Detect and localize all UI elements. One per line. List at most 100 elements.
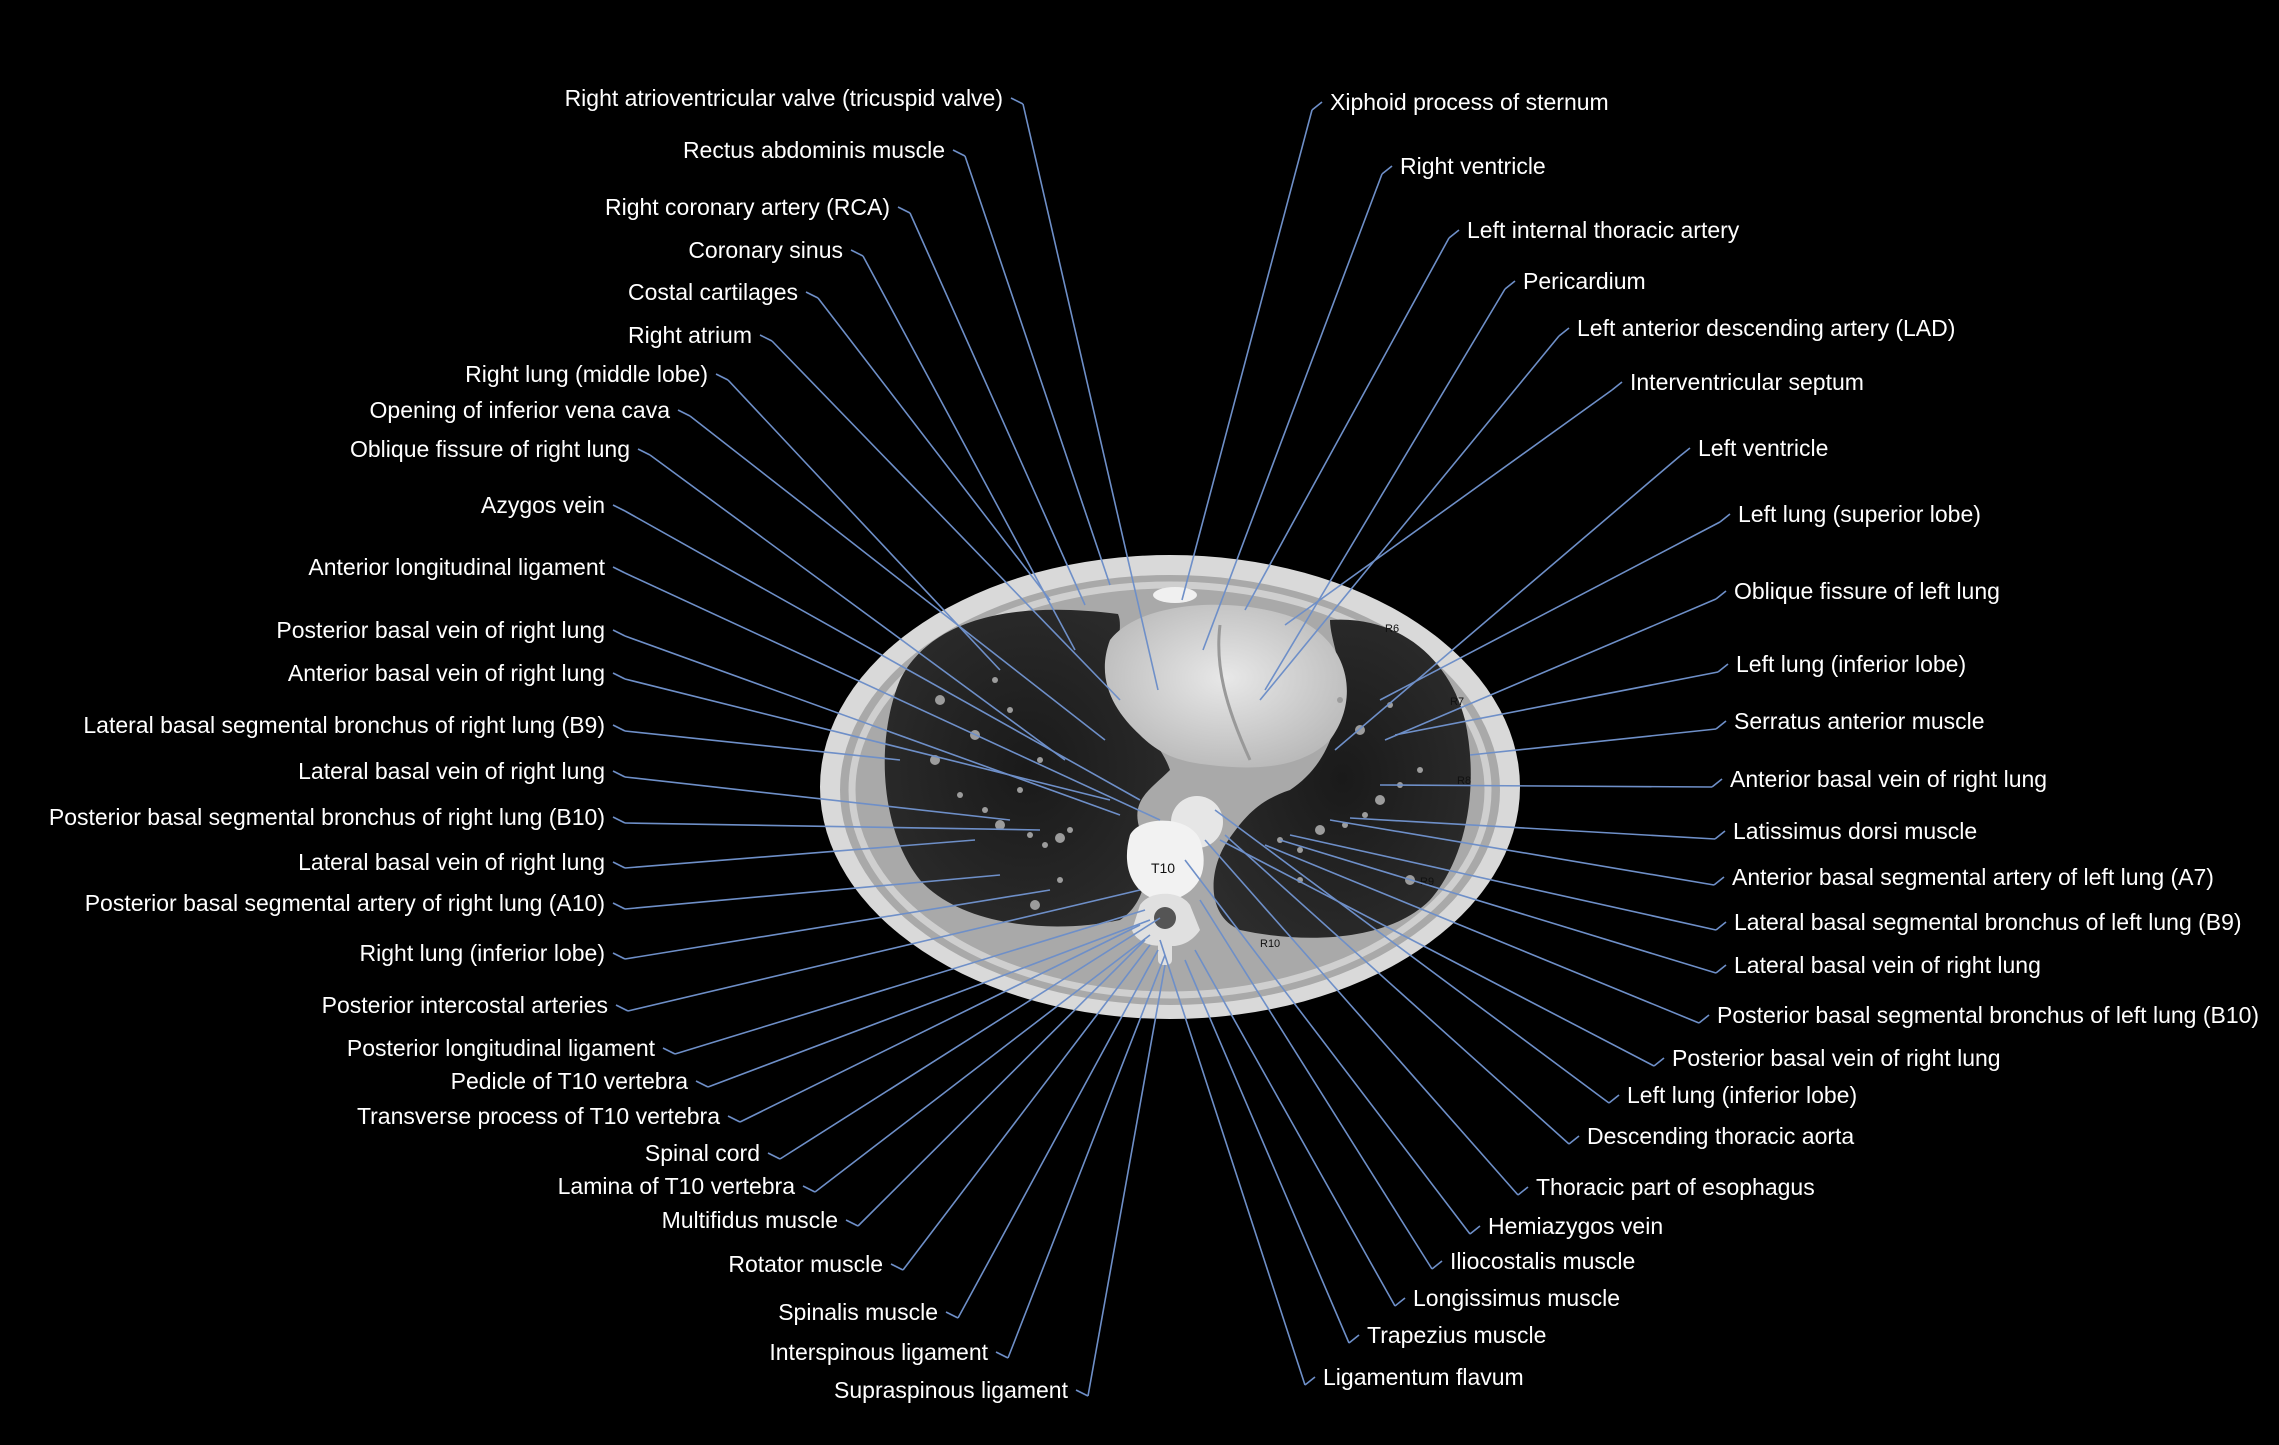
leader-left-27: [957, 949, 1159, 1319]
leader-tick-left-8: [637, 448, 651, 456]
leader-right-11: [1379, 784, 1713, 788]
label-right-12: Latissimus dorsi muscle: [1733, 818, 1978, 844]
leader-tick-left-15: [612, 816, 626, 824]
leader-left-15: [624, 822, 1041, 831]
leader-right-12: [1349, 817, 1716, 840]
leader-tick-left-24: [802, 1185, 816, 1193]
label-left-4: Costal cartilages: [627, 279, 798, 305]
leader-left-22: [739, 924, 1141, 1123]
leader-left-25: [857, 939, 1146, 1227]
vessel-dot: [1055, 833, 1065, 843]
label-left-23: Spinal cord: [644, 1140, 760, 1166]
leader-tick-left-4: [805, 291, 819, 299]
leader-tick-right-17: [1653, 1057, 1665, 1067]
leader-tick-left-6: [715, 373, 729, 381]
leader-right-17: [1219, 839, 1655, 1067]
leader-tick-left-22: [727, 1115, 741, 1123]
leader-tick-right-22: [1431, 1260, 1443, 1270]
leader-left-11: [624, 635, 1121, 816]
leader-tick-right-20: [1517, 1186, 1529, 1196]
leader-left-23: [779, 917, 1161, 1160]
label-right-6: Left ventricle: [1698, 435, 1829, 461]
leader-tick-right-21: [1469, 1225, 1481, 1235]
leader-left-28: [1007, 954, 1166, 1359]
label-left-8: Oblique fissure of right lung: [350, 436, 630, 462]
leader-right-10: [1469, 728, 1717, 756]
label-left-24: Lamina of T10 vertebra: [557, 1173, 795, 1199]
leader-tick-right-18: [1608, 1094, 1620, 1104]
label-right-3: Pericardium: [1523, 268, 1646, 294]
leader-tick-right-1: [1381, 165, 1393, 175]
vessel-dot: [1037, 757, 1043, 763]
vertebra-label: T10: [1151, 860, 1175, 876]
rib-cage: [848, 581, 1492, 999]
leader-right-8: [1384, 598, 1717, 741]
leader-left-1: [964, 155, 1111, 586]
leader-right-16: [1264, 844, 1700, 1024]
leader-right-21: [1184, 859, 1471, 1235]
label-right-24: Trapezius muscle: [1367, 1322, 1547, 1348]
leader-left-24: [814, 934, 1151, 1193]
leader-left-20: [674, 909, 1146, 1055]
leader-left-26: [902, 944, 1151, 1271]
label-left-0: Right atrioventricular valve (tricuspid …: [564, 85, 1003, 111]
label-left-17: Posterior basal segmental artery of righ…: [84, 890, 605, 916]
lung-vessels: [930, 677, 1423, 910]
vessel-dot: [982, 807, 988, 813]
label-left-18: Right lung (inferior lobe): [359, 940, 605, 966]
label-left-2: Right coronary artery (RCA): [604, 194, 890, 220]
label-right-25: Ligamentum flavum: [1323, 1364, 1524, 1390]
leader-left-12: [624, 678, 1111, 801]
leader-tick-left-27: [945, 1311, 959, 1319]
leader-left-7: [689, 415, 1106, 741]
leader-left-16: [624, 839, 976, 869]
label-right-9: Left lung (inferior lobe): [1736, 651, 1967, 677]
leader-tick-left-2: [897, 206, 911, 214]
leader-right-13: [1329, 819, 1715, 886]
label-left-20: Posterior longitudinal ligament: [346, 1035, 655, 1061]
label-right-7: Left lung (superior lobe): [1738, 501, 1981, 527]
left-lung: [1213, 619, 1471, 938]
label-right-19: Descending thoracic aorta: [1587, 1123, 1855, 1149]
label-right-11: Anterior basal vein of right lung: [1730, 766, 2048, 792]
leader-tick-left-16: [612, 861, 626, 869]
leader-right-6: [1334, 455, 1681, 751]
label-right-23: Longissimus muscle: [1413, 1285, 1621, 1311]
leader-tick-left-1: [952, 149, 966, 157]
vessel-dot: [935, 695, 945, 705]
label-right-10: Serratus anterior muscle: [1734, 708, 1985, 734]
leader-lines: [612, 97, 1731, 1397]
leader-tick-left-17: [612, 902, 626, 910]
leader-right-4: [1259, 335, 1560, 701]
leader-tick-right-9: [1717, 663, 1729, 673]
leader-left-5: [771, 340, 1121, 701]
label-left-19: Posterior intercostal arteries: [321, 992, 608, 1018]
leader-right-25: [1159, 939, 1306, 1386]
label-right-4: Left anterior descending artery (LAD): [1577, 315, 1956, 341]
rib-label-r10: R10: [1260, 938, 1280, 950]
leader-tick-right-19: [1568, 1135, 1580, 1145]
vessel-dot: [1007, 707, 1013, 713]
leader-tick-left-25: [845, 1219, 859, 1227]
label-right-21: Hemiazygos vein: [1488, 1213, 1664, 1239]
vessel-dot: [957, 792, 963, 798]
leader-tick-right-16: [1698, 1014, 1710, 1024]
leader-tick-left-14: [612, 770, 626, 778]
spinous-process: [1158, 935, 1172, 965]
leader-tick-left-29: [1075, 1389, 1089, 1397]
label-left-29: Supraspinous ligament: [834, 1377, 1068, 1403]
label-left-10: Anterior longitudinal ligament: [308, 554, 605, 580]
leader-tick-left-7: [677, 409, 691, 417]
leader-right-19: [1224, 834, 1570, 1145]
leader-left-17: [624, 874, 1001, 910]
leader-right-24: [1184, 959, 1350, 1344]
leader-left-21: [707, 919, 1151, 1088]
vessel-dot: [1417, 767, 1423, 773]
vessel-dot: [1057, 877, 1063, 883]
rib-label-r8: R8: [1457, 775, 1471, 787]
leader-right-15: [1279, 839, 1717, 974]
heart: [1104, 604, 1347, 768]
leader-tick-right-3: [1504, 280, 1516, 290]
